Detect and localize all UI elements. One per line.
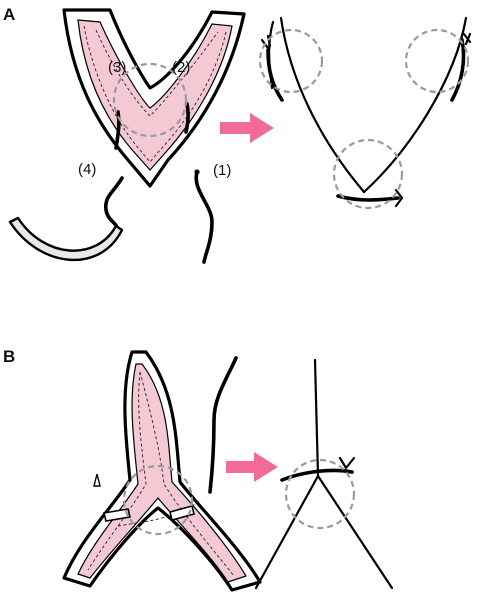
- panel-a-label: A: [3, 5, 15, 24]
- panel-b: B: [3, 347, 392, 590]
- y-closure-schematic: [256, 360, 392, 588]
- stitch-label-3: (3): [108, 59, 126, 76]
- suture-right-arm: [186, 104, 188, 132]
- knot-right-icon: [464, 34, 470, 44]
- knot-b-icon: [340, 458, 354, 468]
- suture-thread-4: [106, 178, 122, 232]
- v-closure-schematic: [260, 18, 470, 208]
- arrow-b: [226, 452, 278, 482]
- suture-knot-1: [194, 169, 199, 174]
- stitch-label-2: (2): [172, 59, 190, 76]
- schematic-right-edge: [364, 18, 466, 192]
- panel-a: A (1) (2) (3) (4): [3, 5, 470, 262]
- v-wound-tissue: [64, 10, 244, 186]
- stitch-label-1: (1): [213, 162, 231, 179]
- panel-b-label: B: [3, 347, 15, 366]
- schematic-suture-bottom: [338, 196, 398, 200]
- guide-circle-right: [406, 30, 468, 92]
- needle-tip-icon: [94, 474, 100, 486]
- schematic-y-stem: [315, 360, 318, 476]
- schematic-left-edge: [281, 18, 364, 192]
- stitch-label-4: (4): [78, 161, 96, 178]
- suture-thread-1: [196, 172, 212, 262]
- arrow-a: [220, 113, 274, 143]
- curved-needle: [10, 218, 122, 260]
- schematic-y-left-arm: [256, 476, 318, 588]
